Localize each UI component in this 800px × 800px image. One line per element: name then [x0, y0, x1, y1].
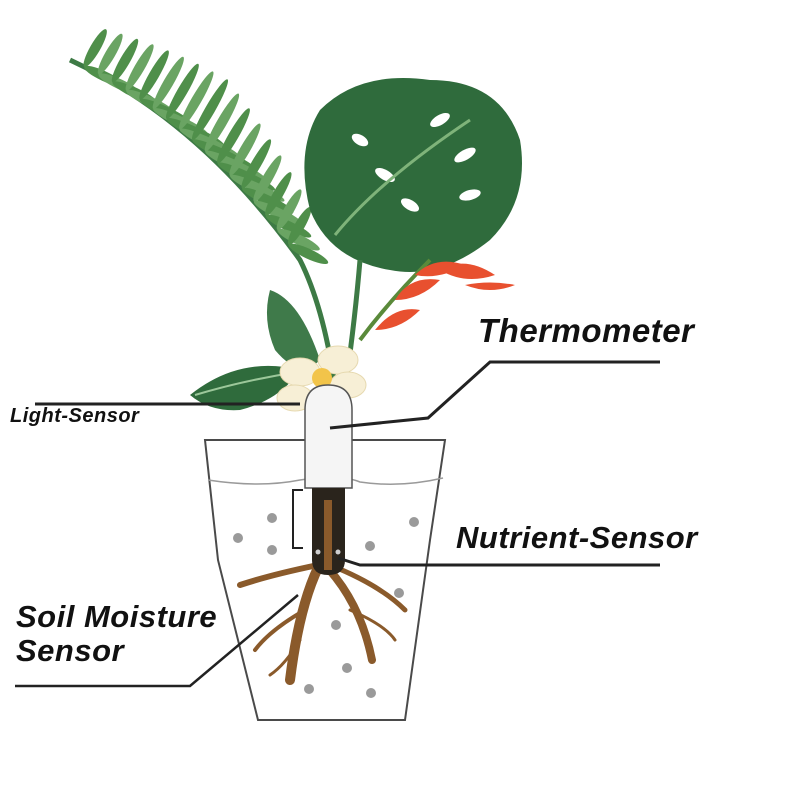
- palm-leaflet: [204, 93, 240, 152]
- palm-frond: [68, 29, 343, 431]
- palm-leaflet: [288, 243, 329, 265]
- palm-leaflet: [97, 33, 123, 75]
- palm-leaflet: [125, 44, 154, 91]
- soil-moisture-leader-line: [15, 594, 299, 688]
- flower-pot: [203, 439, 447, 721]
- light-sensor-label: Light-Sensor: [10, 405, 140, 427]
- thermometer-leader-line: [329, 360, 660, 430]
- palm-leaflet: [287, 206, 312, 245]
- soil-moisture-bracket: [292, 489, 303, 549]
- sensor-device: [304, 384, 353, 575]
- soil-moisture-label-line1: Soil Moisture: [16, 599, 218, 634]
- palm-leaflet: [253, 155, 282, 202]
- plumeria-flower: [276, 345, 367, 412]
- palm-leaflet: [83, 29, 107, 68]
- heliconia-flower: [358, 258, 515, 342]
- palm-leaflet: [191, 79, 229, 141]
- palm-leaflet: [276, 189, 302, 231]
- palm-leaflet: [265, 172, 292, 216]
- palm-leaflet: [241, 139, 272, 189]
- nutrient-sensor-label: Nutrient-Sensor: [456, 520, 698, 555]
- palm-leaflet: [152, 56, 184, 110]
- palm-leaflet: [179, 71, 214, 130]
- palm-leaflet: [165, 63, 199, 119]
- palm-leaflet: [139, 50, 169, 100]
- nutrient-leader-line: [337, 556, 660, 567]
- thermometer-label: Thermometer: [478, 312, 695, 349]
- palm-leaflet: [217, 108, 250, 164]
- annotation-lines: [15, 360, 660, 688]
- palm-leaflet: [277, 228, 320, 251]
- palm-leaflet: [111, 38, 139, 83]
- soil-moisture-label-line2: Sensor: [16, 633, 125, 668]
- palm-leaflet: [229, 123, 261, 176]
- soil-moisture-sensor-label: Soil Moisture Sensor: [16, 600, 217, 668]
- palm-leaflet: [253, 200, 303, 226]
